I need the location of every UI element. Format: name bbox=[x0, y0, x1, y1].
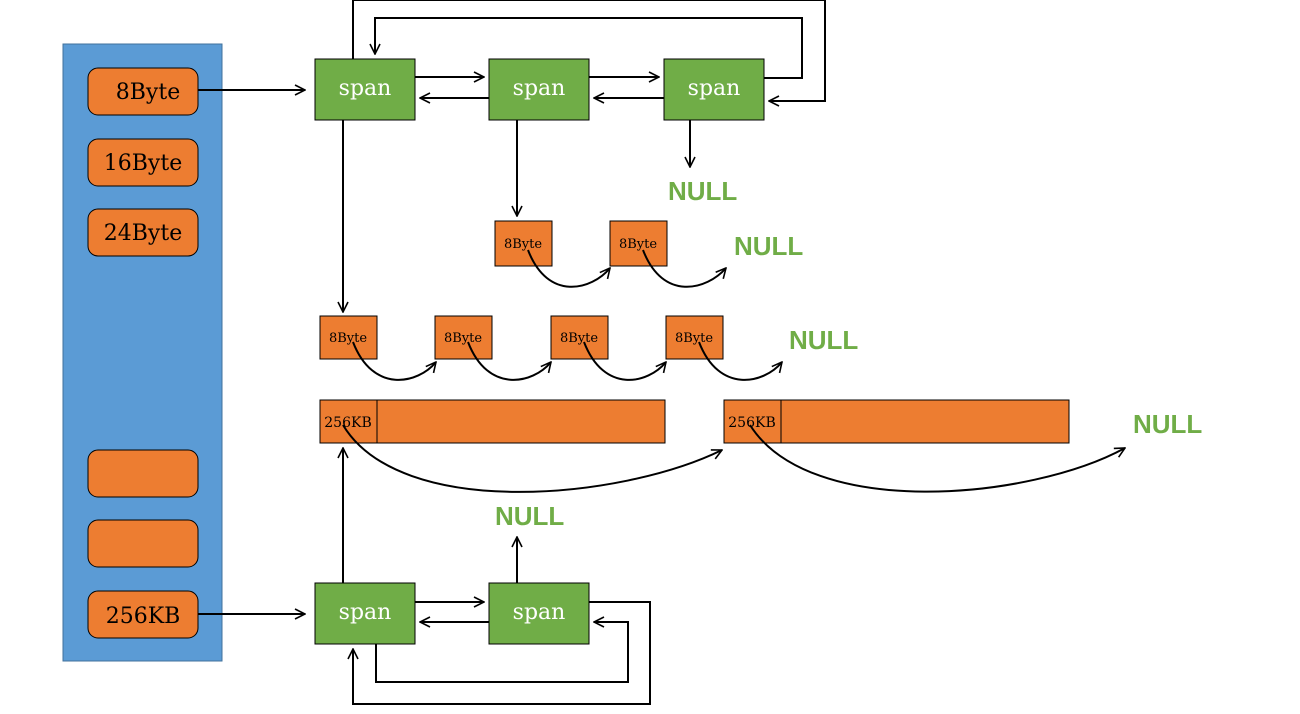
svg-text:256KB: 256KB bbox=[324, 415, 371, 431]
object-8byte-b1: 8Byte bbox=[319, 315, 378, 360]
size-class-256kb: 256KB bbox=[87, 590, 199, 639]
null-object-list-b: NULL bbox=[789, 325, 858, 355]
link-object-a2-null bbox=[642, 249, 726, 288]
size-class-empty-2 bbox=[87, 519, 199, 568]
link-object-b4-null bbox=[698, 341, 782, 381]
svg-text:span: span bbox=[339, 76, 392, 101]
svg-text:8Byte: 8Byte bbox=[619, 237, 657, 252]
svg-text:8Byte: 8Byte bbox=[444, 331, 482, 346]
size-class-empty-1 bbox=[87, 449, 199, 498]
size-class-16byte-label: 16Byte bbox=[104, 151, 182, 176]
null-bottom-span2: NULL bbox=[495, 501, 564, 531]
svg-text:span: span bbox=[513, 76, 566, 101]
size-class-8byte-label: 8Byte bbox=[116, 80, 180, 105]
link-object-b1-b2 bbox=[352, 341, 436, 381]
svg-text:8Byte: 8Byte bbox=[675, 331, 713, 346]
block-256kb-2: 256KB bbox=[723, 399, 1070, 444]
link-object-b3-b4 bbox=[583, 341, 666, 381]
object-8byte-b3: 8Byte bbox=[550, 315, 609, 360]
object-8byte-a1: 8Byte bbox=[494, 220, 553, 267]
link-256kb-1-2 bbox=[342, 424, 722, 493]
svg-text:span: span bbox=[339, 600, 392, 625]
null-object-list-a: NULL bbox=[734, 231, 803, 261]
link-object-a1-a2 bbox=[527, 249, 610, 288]
svg-text:256KB: 256KB bbox=[728, 415, 775, 431]
size-class-8byte: 8Byte bbox=[87, 67, 199, 116]
svg-text:8Byte: 8Byte bbox=[560, 331, 598, 346]
arrow-bottom-span2-next-loop bbox=[353, 601, 651, 705]
size-class-256kb-label: 256KB bbox=[106, 604, 181, 629]
object-8byte-a2: 8Byte bbox=[609, 220, 668, 267]
object-8byte-b2: 8Byte bbox=[434, 315, 493, 360]
svg-text:8Byte: 8Byte bbox=[329, 331, 367, 346]
svg-text:span: span bbox=[688, 76, 741, 101]
svg-text:span: span bbox=[513, 600, 566, 625]
arrow-top-span3-next-loop bbox=[375, 17, 803, 79]
span-top-1: span bbox=[314, 58, 416, 121]
size-class-16byte: 16Byte bbox=[87, 138, 199, 187]
null-top-span3: NULL bbox=[668, 176, 737, 206]
size-class-24byte-label: 24Byte bbox=[104, 221, 182, 246]
link-256kb-2-null bbox=[749, 424, 1125, 493]
size-class-panel bbox=[62, 43, 223, 662]
svg-text:8Byte: 8Byte bbox=[504, 237, 542, 252]
block-256kb-1: 256KB bbox=[319, 399, 666, 444]
span-bottom-1: span bbox=[314, 582, 416, 645]
size-class-24byte: 24Byte bbox=[87, 208, 199, 257]
link-object-b2-b3 bbox=[467, 341, 551, 381]
arrow-top-span1-prev-loop bbox=[352, 0, 826, 101]
null-256kb-list: NULL bbox=[1133, 409, 1202, 439]
span-top-3: span bbox=[663, 58, 765, 121]
arrow-bottom-span1-prev-loop bbox=[375, 622, 629, 683]
object-8byte-b4: 8Byte bbox=[665, 315, 724, 360]
span-bottom-2: span bbox=[488, 582, 590, 645]
span-top-2: span bbox=[488, 58, 590, 121]
